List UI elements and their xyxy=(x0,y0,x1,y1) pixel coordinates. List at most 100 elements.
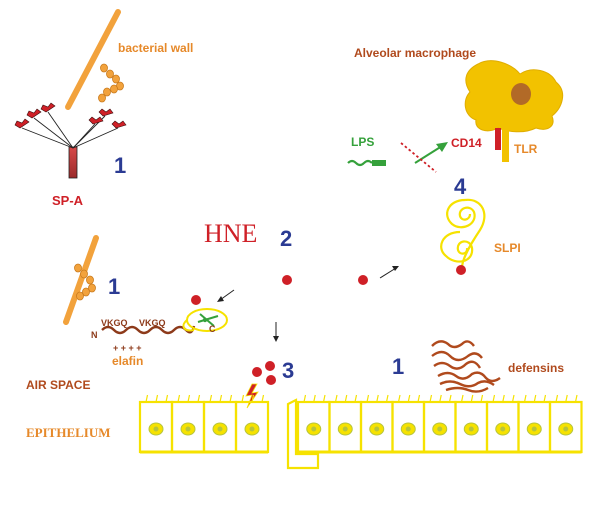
cilium xyxy=(502,394,505,403)
epithelium-right xyxy=(296,394,583,454)
defensins-molecule xyxy=(431,340,501,393)
cilium xyxy=(574,394,578,403)
nucleolus xyxy=(342,426,348,432)
nucleolus xyxy=(468,426,474,432)
cilium xyxy=(322,394,326,403)
epithelium-left xyxy=(138,394,270,454)
bacterial-dots-mid xyxy=(74,263,96,301)
hne-molecule-epi-1 xyxy=(252,367,262,377)
elafin-molecule xyxy=(101,308,228,335)
cd14-receptor xyxy=(495,128,501,150)
cilium xyxy=(397,394,401,403)
slpi-molecule xyxy=(440,198,486,269)
hne-to-epithelium-arrow xyxy=(273,322,279,342)
cilium xyxy=(344,394,348,403)
nucleolus xyxy=(500,426,506,432)
bacterial-wall-top-group: bacterial wall xyxy=(65,9,193,110)
cilium xyxy=(366,394,370,403)
cilium xyxy=(523,394,527,403)
cilium xyxy=(533,394,537,403)
defensins-label: defensins xyxy=(508,361,564,375)
cilium xyxy=(229,394,233,403)
cilium xyxy=(177,394,181,403)
elafin-sequence-1: VKGQ xyxy=(101,318,128,328)
alveolar-macrophage xyxy=(464,60,564,162)
nucleolus xyxy=(185,426,191,432)
elafin-charges: + + + + xyxy=(113,343,142,353)
cilium xyxy=(448,394,452,403)
air-space-label: AIR SPACE xyxy=(26,378,90,392)
hne-molecule-center xyxy=(282,275,292,285)
bacterial-wall-mid xyxy=(63,235,99,325)
cilium xyxy=(460,394,464,403)
damage-bolt-icon xyxy=(245,383,259,409)
cilium xyxy=(492,394,496,403)
slpi-bound-hne xyxy=(456,265,466,275)
cilium xyxy=(187,394,191,403)
hne-label: HNE xyxy=(204,219,257,248)
cilium xyxy=(165,394,169,403)
nucleolus xyxy=(437,426,443,432)
cilium xyxy=(565,394,568,403)
cilium xyxy=(417,394,421,403)
cilium xyxy=(145,394,149,403)
nucleolus xyxy=(217,426,223,432)
lps-label: LPS xyxy=(351,135,374,149)
slpi-label: SLPI xyxy=(494,241,521,255)
hne-molecule-right xyxy=(358,275,368,285)
nucleolus xyxy=(153,426,159,432)
mechanism-number-1-right: 1 xyxy=(392,354,404,379)
lps-to-cd14-arrow xyxy=(414,142,448,164)
elafin-sequence-2: VKGQ xyxy=(139,318,166,328)
tlr-label: TLR xyxy=(514,142,538,156)
cilium xyxy=(303,394,307,403)
hne-molecule-epi-3 xyxy=(266,375,276,385)
elafin-n-terminus: N xyxy=(91,330,98,340)
mechanism-number-1-top: 1 xyxy=(114,153,126,178)
cilium xyxy=(385,394,389,403)
cilium xyxy=(439,394,442,403)
nucleolus xyxy=(249,426,255,432)
cilium xyxy=(429,394,433,403)
cilium xyxy=(209,394,213,403)
nucleolus xyxy=(311,426,317,432)
hne-to-slpi-arrow xyxy=(379,266,399,279)
cilium xyxy=(480,394,484,403)
cilium xyxy=(155,394,159,403)
cilium xyxy=(261,394,265,403)
nucleolus xyxy=(563,426,569,432)
nucleolus xyxy=(531,426,537,432)
hne-to-elafin-arrow xyxy=(217,289,235,302)
elafin-c-terminus: C xyxy=(209,324,216,334)
sp-a-label: SP-A xyxy=(52,193,84,208)
mechanism-number-1-mid: 1 xyxy=(108,274,120,299)
cilium xyxy=(543,394,547,403)
sp-a-molecule: SP-A xyxy=(14,102,127,208)
mechanism-number-4: 4 xyxy=(454,174,467,199)
macrophage-nucleus xyxy=(511,83,531,105)
cilium xyxy=(219,394,223,403)
nucleolus xyxy=(374,426,380,432)
cilium xyxy=(251,394,255,403)
cilium xyxy=(354,394,358,403)
cilium xyxy=(313,394,316,403)
cilium xyxy=(470,394,474,403)
cilium xyxy=(407,394,411,403)
cilium xyxy=(241,394,245,403)
displaced-cell xyxy=(286,398,320,470)
bacterial-wall-mid-group xyxy=(63,235,99,325)
tlr-receptor xyxy=(502,126,509,162)
lps-molecule xyxy=(347,159,386,167)
cd14-label: CD14 xyxy=(451,136,482,150)
cilium xyxy=(376,394,379,403)
nucleolus xyxy=(405,426,411,432)
elafin-label: elafin xyxy=(112,354,143,368)
slpi-inhibition-line xyxy=(400,142,437,173)
cilium xyxy=(334,394,338,403)
mechanism-number-2: 2 xyxy=(280,226,292,251)
mechanism-number-3: 3 xyxy=(282,358,294,383)
cilium xyxy=(197,394,201,403)
bacterial-dots-top xyxy=(98,63,124,103)
alveolar-macrophage-label: Alveolar macrophage xyxy=(354,46,476,60)
